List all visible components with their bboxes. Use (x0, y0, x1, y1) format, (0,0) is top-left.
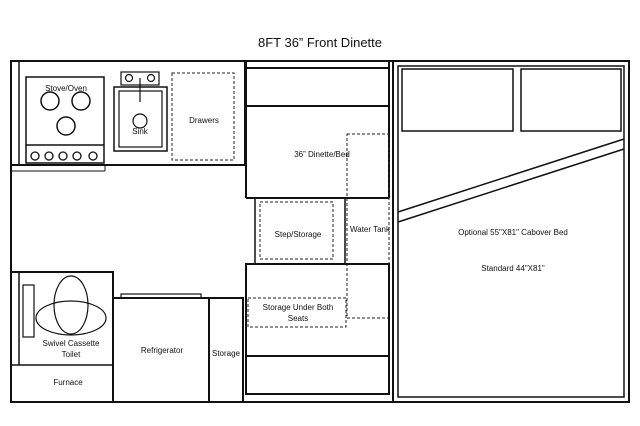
storage: Storage (208, 297, 244, 403)
cabover-area: Optional 55"X81" Cabover Bed Standard 44… (392, 61, 625, 402)
water-tank-label: Water Tank (350, 225, 391, 234)
stove-oven: Stove/Oven (25, 76, 105, 164)
cabover-bed-label: Optional 55"X81" Cabover Bed (458, 228, 568, 237)
drawers-label: Drawers (189, 116, 219, 125)
sink: Sink (113, 71, 168, 152)
bathroom: Swivel Cassette Toilet Furnace (10, 271, 114, 403)
furnace-label: Furnace (53, 378, 83, 387)
step-storage-label: Step/Storage (275, 230, 322, 239)
step-storage: Step/Storage (254, 197, 346, 265)
dinette-column: 36” Dinette/Bed (245, 61, 390, 319)
storage-label: Storage (212, 349, 241, 358)
toilet-label-1: Swivel Cassette (43, 339, 100, 348)
standard-bed-label: Standard 44"X81" (481, 264, 545, 273)
rear-seat: Storage Under Both Seats (245, 263, 390, 395)
outer-walls (10, 60, 630, 403)
stove-oven-label: Stove/Oven (45, 84, 87, 93)
dinette-bed-label: 36” Dinette/Bed (294, 150, 350, 159)
drawers: Drawers (171, 72, 235, 161)
sink-label: Sink (132, 127, 149, 136)
refrigerator: Refrigerator (112, 293, 210, 403)
storage-under-seats-label-2: Seats (288, 314, 308, 323)
storage-under-seats-label-1: Storage Under Both (263, 303, 334, 312)
plan-title: 8FT 36” Front Dinette (258, 35, 382, 50)
refrigerator-label: Refrigerator (141, 346, 184, 355)
toilet-label-2: Toilet (62, 350, 81, 359)
